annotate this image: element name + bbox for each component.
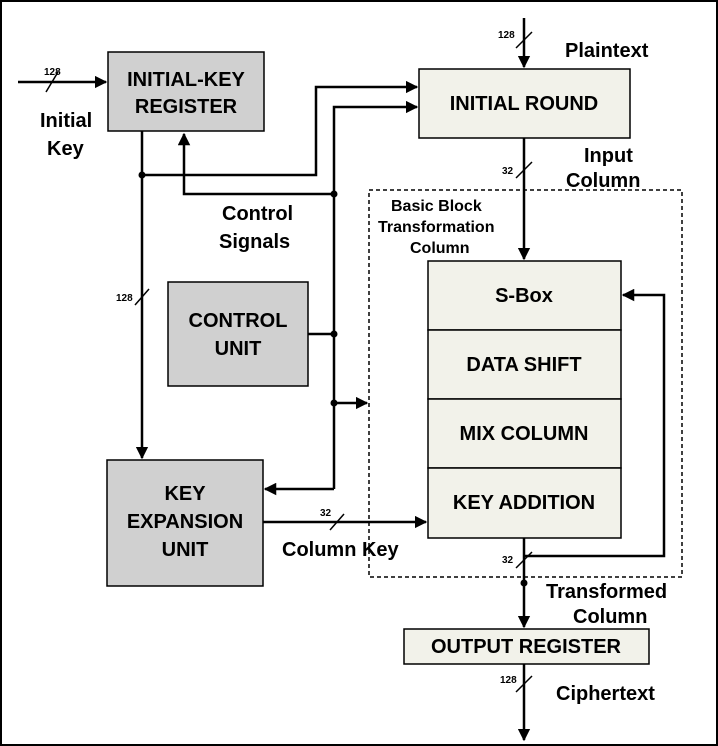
plaintext-bus-slash bbox=[515, 31, 533, 49]
key-expansion-label-1: KEY bbox=[164, 483, 206, 505]
column-key-label: Column Key bbox=[282, 539, 400, 561]
basic-block-label-3: Column bbox=[410, 240, 470, 257]
register-bus-slash bbox=[134, 288, 150, 306]
initial-key-bus-slash bbox=[45, 71, 59, 93]
plaintext-label: Plaintext bbox=[565, 40, 649, 62]
initial-key-register-label-2: REGISTER bbox=[135, 96, 238, 118]
control-signals-label-2: Signals bbox=[219, 231, 290, 253]
data-shift-box bbox=[427, 329, 622, 400]
register-bus-width: 128 bbox=[116, 293, 133, 304]
control-signals-label-1: Control bbox=[222, 203, 293, 225]
register-to-round-arrow bbox=[140, 80, 419, 177]
basic-block-label-2: Transformation bbox=[378, 219, 494, 236]
output-register-box: OUTPUT REGISTER bbox=[403, 628, 650, 665]
input-column-label-2: Column bbox=[566, 170, 640, 192]
initial-key-register-label-1: INITIAL-KEY bbox=[127, 69, 245, 91]
column-key-bus-slash bbox=[329, 513, 345, 531]
mix-column-label: MIX COLUMN bbox=[460, 423, 589, 445]
key-expansion-label-2: EXPANSION bbox=[127, 511, 243, 533]
initial-key-register-box: INITIAL-KEY REGISTER bbox=[107, 51, 265, 132]
key-expansion-unit-box: KEY EXPANSION UNIT bbox=[106, 459, 264, 587]
ciphertext-bus-slash bbox=[515, 675, 533, 693]
input-column-bus-slash bbox=[515, 161, 533, 179]
control-unit-box: CONTROL UNIT bbox=[167, 281, 309, 387]
control-to-register-arrow bbox=[177, 132, 334, 196]
transformed-bus-slash bbox=[515, 551, 533, 569]
initial-key-label-1: Initial bbox=[40, 110, 92, 132]
initial-key-width: 128 bbox=[44, 67, 61, 78]
s-box-box bbox=[427, 260, 622, 331]
initial-round-label: INITIAL ROUND bbox=[450, 93, 599, 115]
transformed-column-label-1: Transformed bbox=[546, 581, 667, 603]
feedback-arrow bbox=[524, 288, 666, 558]
control-to-round-arrow bbox=[332, 100, 419, 194]
input-column-width: 32 bbox=[502, 166, 514, 177]
mix-column-box bbox=[427, 398, 622, 469]
transformation-stack: S-Box DATA SHIFT MIX COLUMN KEY ADDITION bbox=[427, 260, 622, 539]
initial-key-label-2: Key bbox=[47, 138, 85, 160]
key-addition-box bbox=[427, 467, 622, 539]
control-unit-label-2: UNIT bbox=[215, 338, 262, 360]
s-box-label: S-Box bbox=[495, 285, 553, 307]
transformed-width: 32 bbox=[502, 555, 514, 566]
basic-block-region bbox=[368, 189, 683, 578]
control-unit-label-1: CONTROL bbox=[189, 310, 288, 332]
initial-round-box: INITIAL ROUND bbox=[418, 68, 631, 139]
ciphertext-label: Ciphertext bbox=[556, 683, 655, 705]
transformed-column-label-2: Column bbox=[573, 606, 647, 628]
data-shift-label: DATA SHIFT bbox=[466, 354, 581, 376]
plaintext-width: 128 bbox=[498, 30, 515, 41]
ciphertext-width: 128 bbox=[500, 675, 517, 686]
column-key-width: 32 bbox=[320, 508, 332, 519]
key-addition-label: KEY ADDITION bbox=[453, 492, 595, 514]
junction-dots bbox=[138, 171, 528, 587]
key-expansion-label-3: UNIT bbox=[162, 539, 209, 561]
basic-block-label-1: Basic Block bbox=[391, 198, 482, 215]
output-register-label: OUTPUT REGISTER bbox=[431, 636, 622, 658]
input-column-label-1: Input bbox=[584, 145, 633, 167]
